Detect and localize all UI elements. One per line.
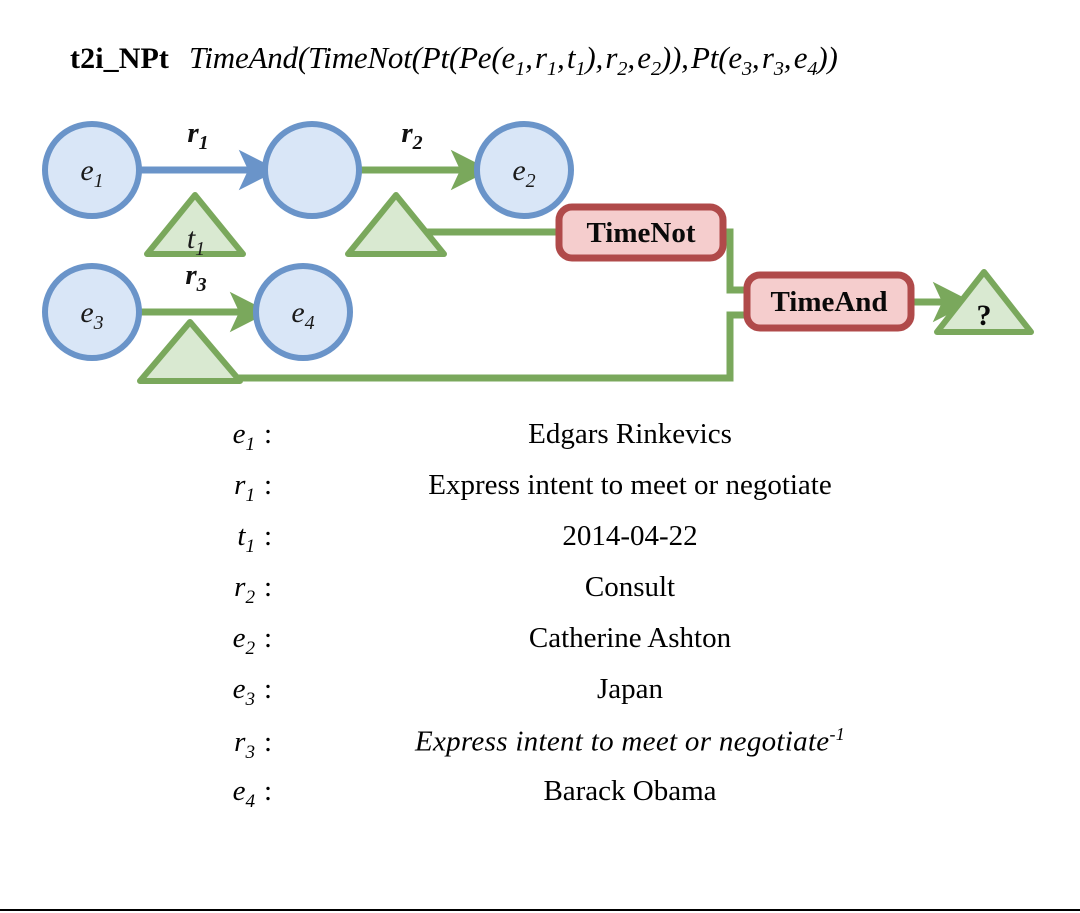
operator-timeand[interactable]: TimeAnd — [743, 271, 915, 332]
legend-row: e1 : Edgars Rinkevics — [0, 418, 1080, 469]
legend-key-t1: t1 — [237, 520, 255, 557]
query-formula: TimeAnd(TimeNot(Pt(Pe(e1, r1, t1), r2, e… — [189, 40, 838, 81]
entity-node-e1[interactable]: e1 — [42, 121, 142, 219]
query-type-label: t2i_NPt — [70, 42, 170, 75]
edge-r3: r3 — [140, 259, 270, 333]
edge-r2: r2 — [360, 117, 491, 191]
formula-var-t1: t1 — [566, 40, 586, 81]
query-header: t2i_NPt TimeAnd(TimeNot(Pt(Pe(e1, r1, t1… — [70, 40, 1060, 92]
edge-label-r3: r3 — [185, 259, 206, 296]
formula-op-timenot: TimeNot — [307, 40, 412, 75]
legend-colon: : — [264, 469, 273, 501]
legend-value-r3-inverse: -1 — [829, 724, 846, 744]
formula-var-e3: e3 — [728, 40, 752, 81]
legend-colon: : — [264, 775, 273, 807]
operator-timenot[interactable]: TimeNot — [555, 203, 727, 262]
legend-value-e2: Catherine Ashton — [528, 622, 732, 654]
legend-key-r3: r3 — [234, 725, 255, 763]
formula-var-e2: e2 — [637, 40, 661, 81]
entity-node-e4[interactable]: e4 — [253, 263, 353, 361]
formula-var-e4: e4 — [793, 40, 818, 81]
edge-tr3-to-timeand — [238, 311, 748, 382]
legend-value-r3: Express intent to meet or negotiate-1 — [280, 724, 980, 759]
legend-row: e4 : Barack Obama — [0, 775, 1080, 826]
entity-node-e3[interactable]: e3 — [42, 263, 142, 361]
legend-key-r2: r2 — [234, 571, 255, 608]
time-node-r3-timestamp[interactable] — [137, 319, 243, 384]
legend-value-e1: Edgars Rinkevics — [528, 418, 732, 450]
edge-label-r1: r1 — [187, 117, 208, 154]
formula-var-r3: r3 — [761, 40, 784, 81]
legend-row: e3 : Japan — [0, 673, 1080, 724]
legend-colon: : — [264, 725, 273, 758]
time-node-r2-timestamp[interactable] — [345, 192, 447, 257]
legend-value-r3-text: Express intent to meet or negotiate — [414, 725, 830, 758]
formula-var-r1: r1 — [535, 40, 557, 81]
operator-timenot-label: TimeNot — [586, 217, 695, 249]
time-node-t1[interactable]: t1 — [144, 192, 246, 260]
legend-colon: : — [264, 418, 273, 450]
formula-proj-pe: Pe — [459, 40, 492, 75]
formula-var-r2: r2 — [605, 40, 628, 81]
entity-node-e2[interactable]: e2 — [474, 121, 574, 219]
edge-r1: r1 — [140, 117, 279, 191]
legend-value-e3: Japan — [596, 673, 664, 705]
query-graph-diagram: r1 r2 r3 t1 e1 e2 e3 e4 — [0, 100, 1080, 410]
formula-proj-pt2: Pt — [691, 40, 719, 75]
answer-node-label: ? — [977, 299, 992, 332]
legend-key-e4: e4 — [232, 775, 255, 812]
legend-value-e4: Barack Obama — [543, 775, 717, 807]
operator-timeand-label: TimeAnd — [770, 286, 887, 318]
legend-row: r3 : Express intent to meet or negotiate… — [0, 724, 1080, 775]
entity-node-intermediate[interactable] — [262, 121, 362, 219]
formula-var-e1: e1 — [501, 40, 526, 81]
legend-row: r1 : Express intent to meet or negotiate — [0, 469, 1080, 520]
legend-key-e3: e3 — [232, 673, 255, 710]
legend-key-r1: r1 — [234, 469, 255, 506]
variable-legend: e1 : Edgars Rinkevics r1 : Express inten… — [0, 418, 1080, 826]
legend-colon: : — [264, 520, 273, 552]
bottom-divider — [0, 909, 1080, 911]
formula-proj-pt1: Pt — [421, 40, 449, 75]
answer-node[interactable]: ? — [934, 269, 1034, 335]
edge-label-r2: r2 — [401, 117, 422, 154]
legend-value-r1: Express intent to meet or negotiate — [428, 469, 832, 501]
legend-row: e2 : Catherine Ashton — [0, 622, 1080, 673]
formula-op-timeand: TimeAnd — [189, 40, 298, 75]
legend-colon: : — [264, 622, 273, 654]
legend-value-t1: 2014-04-22 — [562, 520, 698, 552]
legend-row: r2 : Consult — [0, 571, 1080, 622]
legend-colon: : — [264, 571, 273, 603]
legend-colon: : — [264, 673, 273, 705]
legend-key-e2: e2 — [232, 622, 255, 659]
legend-value-r2: Consult — [584, 571, 676, 603]
legend-key-e1: e1 — [232, 418, 255, 455]
legend-row: t1 : 2014-04-22 — [0, 520, 1080, 571]
